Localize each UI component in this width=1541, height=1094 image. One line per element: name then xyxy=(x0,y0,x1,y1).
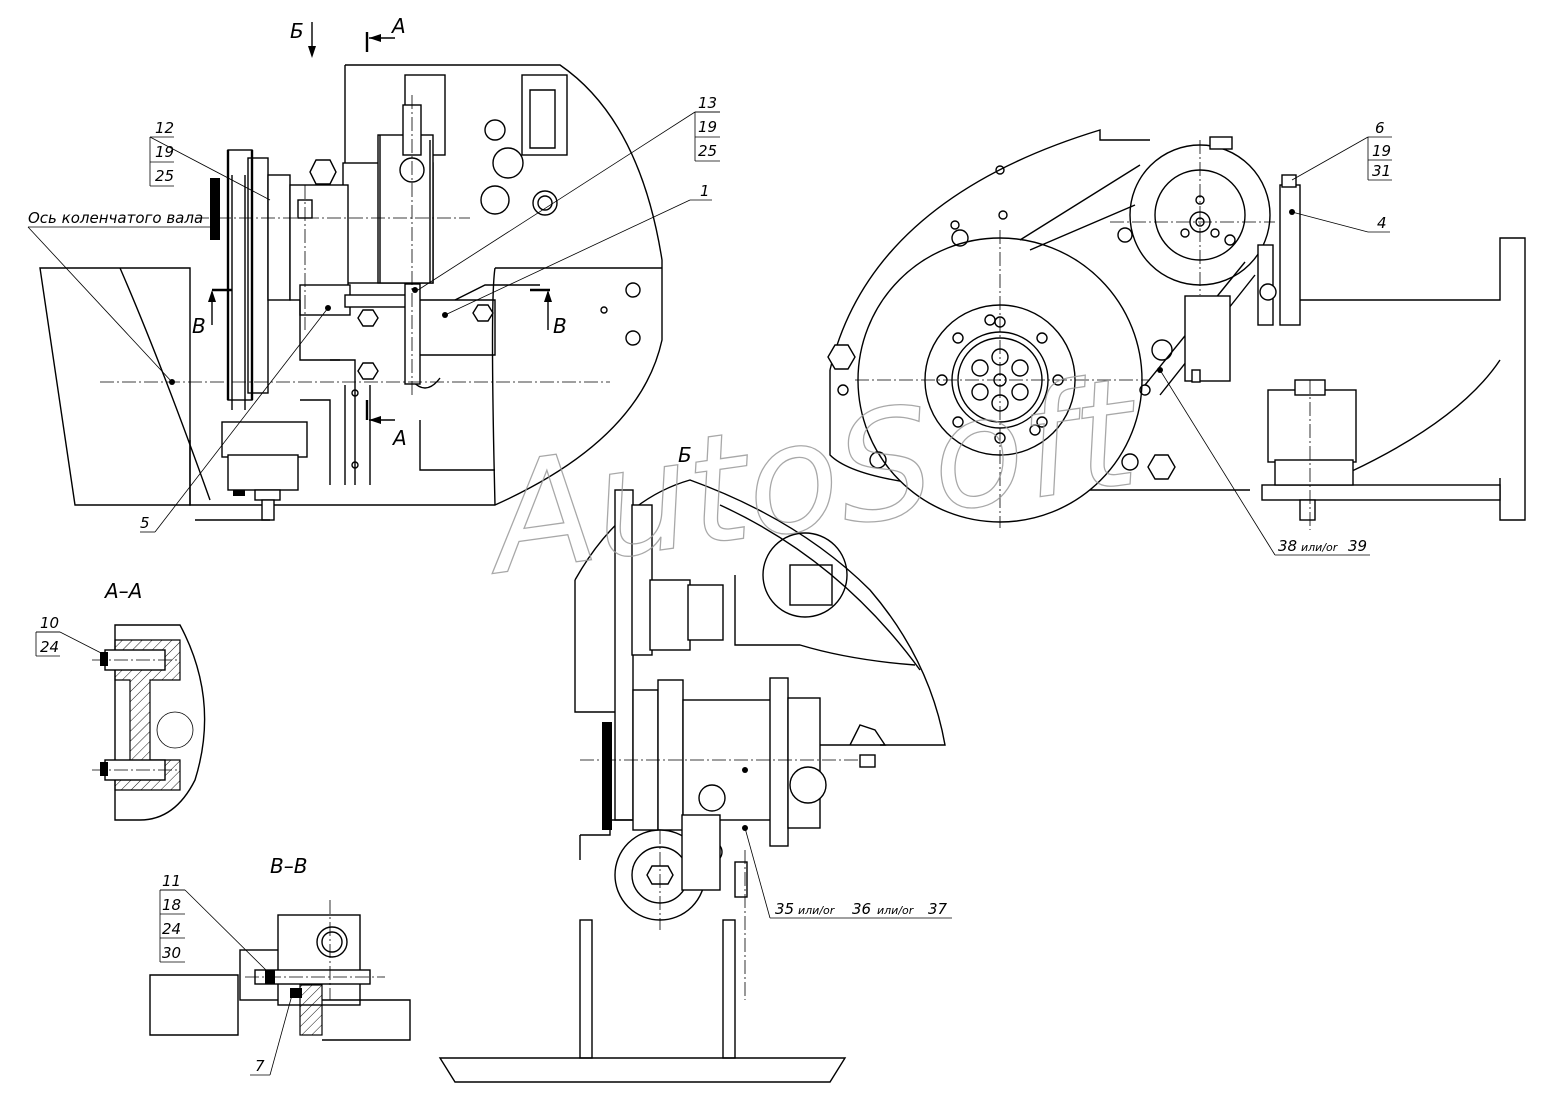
svg-text:10: 10 xyxy=(40,614,59,632)
svg-text:или/or: или/or xyxy=(798,904,836,917)
callout-10: 10 24 xyxy=(35,614,60,657)
svg-text:39: 39 xyxy=(1348,537,1367,555)
svg-text:24: 24 xyxy=(40,638,59,656)
svg-text:35: 35 xyxy=(775,900,794,918)
svg-text:36: 36 xyxy=(852,900,871,918)
callout-35: 35 или/or 36 или/or 37 xyxy=(775,900,948,918)
svg-text:19: 19 xyxy=(155,143,174,161)
callout-6: 6 19 31 xyxy=(1367,119,1392,181)
crankshaft-axis-label: Ось коленчатого вала xyxy=(28,209,203,227)
section-aa xyxy=(36,624,206,821)
view-title-vv: В–В xyxy=(270,854,307,878)
callout-7: 7 xyxy=(255,1057,265,1075)
svg-text:или/or: или/or xyxy=(877,904,915,917)
callout-13: 13 19 25 xyxy=(694,94,720,162)
svg-text:25: 25 xyxy=(698,142,717,160)
view-title-aa: А–А xyxy=(103,579,142,603)
svg-text:19: 19 xyxy=(1372,142,1391,160)
svg-text:или/or: или/or xyxy=(1301,541,1339,554)
callout-11: 11 18 24 30 xyxy=(159,872,185,963)
svg-text:18: 18 xyxy=(162,896,181,914)
section-vv xyxy=(149,889,411,1076)
svg-text:11: 11 xyxy=(162,872,181,890)
svg-text:13: 13 xyxy=(698,94,717,112)
view-b xyxy=(438,479,952,1083)
svg-text:12: 12 xyxy=(155,119,174,137)
callout-5: 5 xyxy=(140,514,150,532)
svg-text:25: 25 xyxy=(155,167,174,185)
svg-text:19: 19 xyxy=(698,118,717,136)
callout-38: 38 или/or 39 xyxy=(1278,537,1367,555)
section-mark-a-bottom: А xyxy=(391,426,407,450)
svg-text:37: 37 xyxy=(928,900,948,918)
watermark: AutoSoft xyxy=(473,345,1151,609)
main-side-view xyxy=(27,22,720,533)
front-view xyxy=(827,129,1526,556)
section-mark-a-top: А xyxy=(390,14,406,38)
view-title-b: Б xyxy=(678,443,692,467)
section-mark-v-left: В xyxy=(192,314,206,338)
svg-text:31: 31 xyxy=(1372,162,1391,180)
callout-4: 4 xyxy=(1377,214,1387,232)
svg-text:38: 38 xyxy=(1278,537,1297,555)
labels: Ось коленчатого вала Б А А В В А–А В–В Б… xyxy=(28,14,1392,1075)
callout-1: 1 xyxy=(700,182,710,200)
section-mark-b-top: Б xyxy=(290,19,304,43)
section-mark-v-right: В xyxy=(553,314,567,338)
callout-12: 12 19 25 xyxy=(149,119,174,187)
svg-text:24: 24 xyxy=(162,920,181,938)
svg-text:30: 30 xyxy=(162,944,181,962)
svg-text:6: 6 xyxy=(1375,119,1385,137)
